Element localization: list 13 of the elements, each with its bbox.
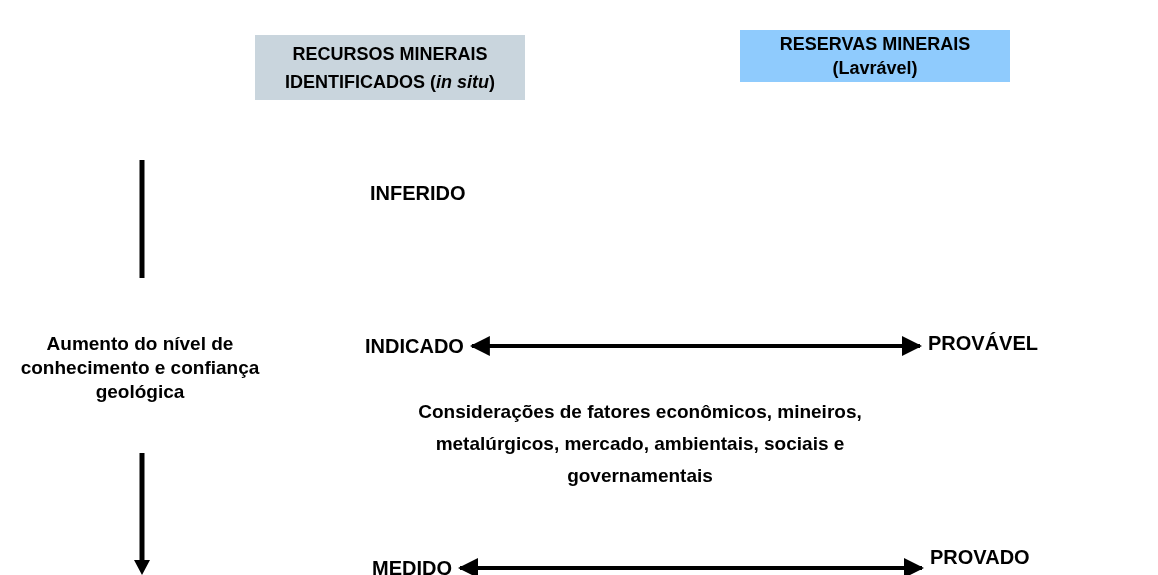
node-text: Considerações de fatores econômicos, mineiros, metalúrgicos, mercado, ambientais, sociais e governamentais: [417, 400, 863, 488]
header-box: [255, 35, 525, 100]
double-arrow: [469, 336, 922, 356]
header-box: [740, 30, 1010, 82]
header-text: RECURSOS MINERAIS IDENTIFICADOS (in situ): [284, 42, 496, 94]
node-text: Aumento do nível de conhecimento e confiança geológica: [19, 332, 261, 404]
node-text: INDICADO: [365, 334, 464, 359]
node-text: MEDIDO: [372, 556, 452, 575]
header-text: RESERVAS MINERAIS (Lavrável): [778, 33, 972, 80]
node-text: PROVADO: [930, 545, 1030, 570]
node-text: PROVÁVEL: [928, 331, 1039, 356]
double-arrow: [458, 558, 924, 575]
node-text: INFERIDO: [370, 181, 466, 206]
